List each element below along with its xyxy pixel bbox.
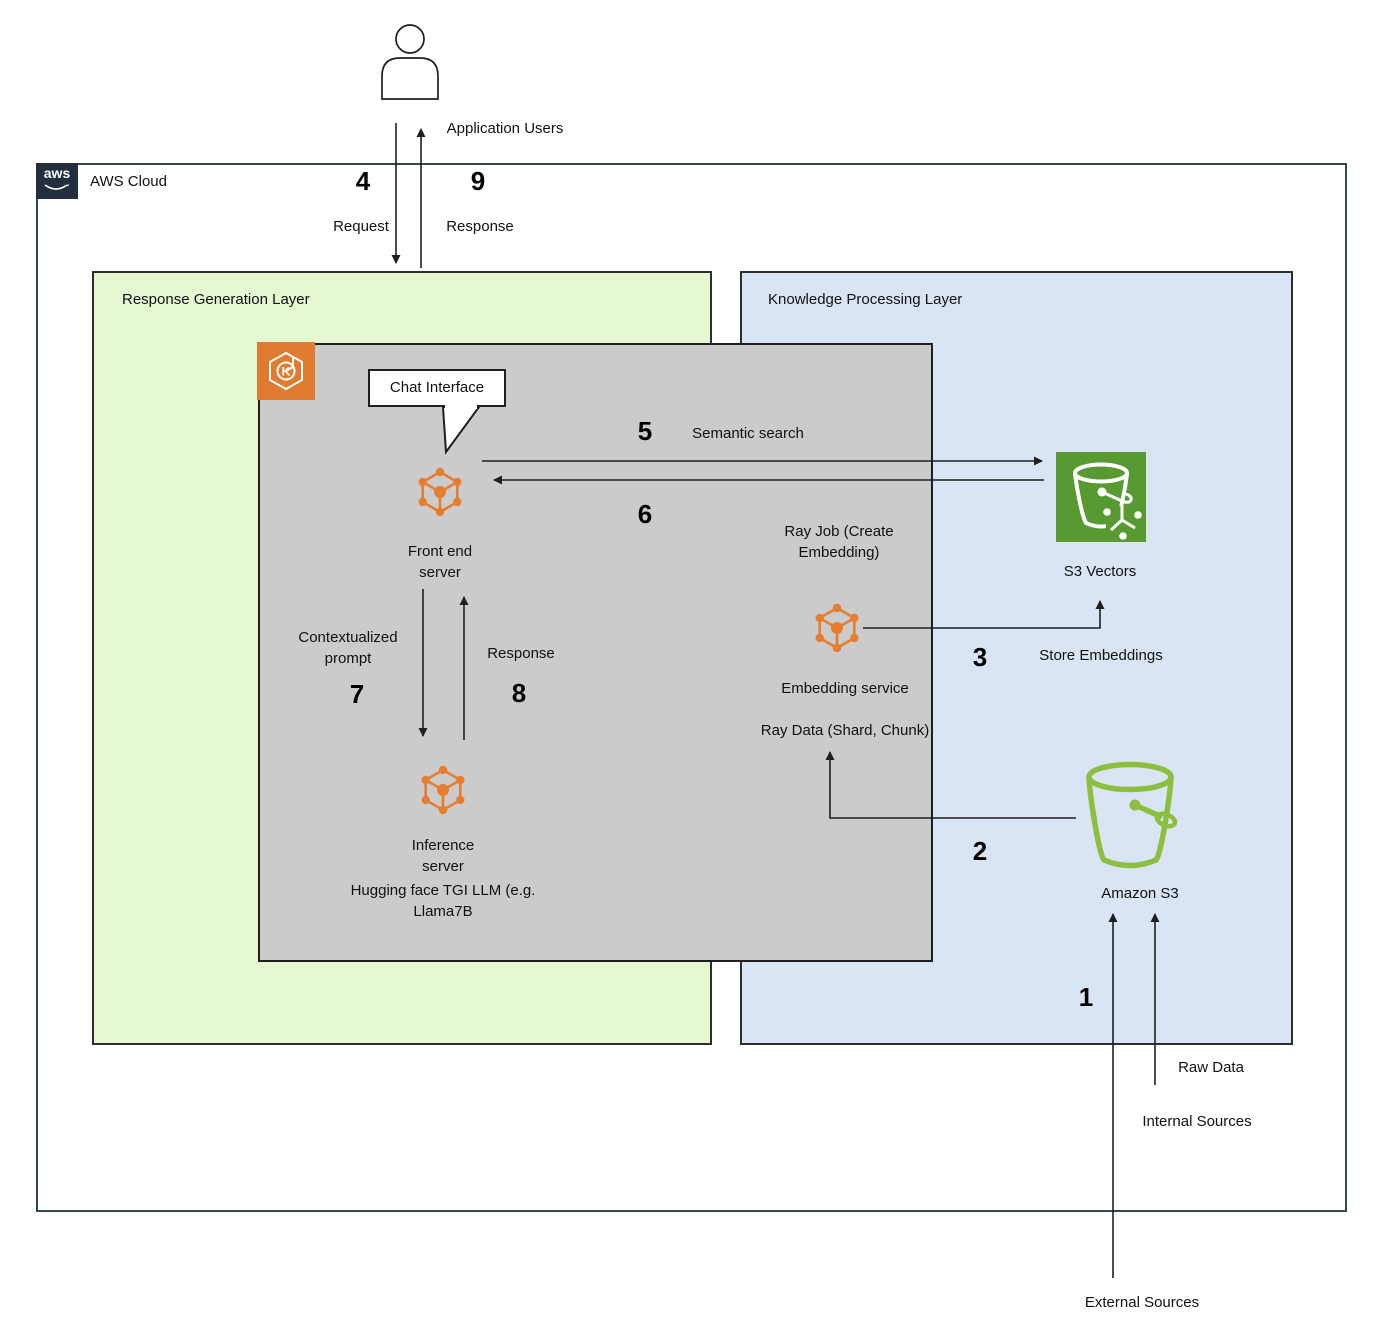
response-mid-label: Response <box>487 645 555 662</box>
inference-server-model-label: Hugging face TGI LLM (e.g. Llama7B <box>350 882 536 920</box>
ray-data-label: Ray Data (Shard, Chunk) <box>760 722 930 739</box>
semantic-search-label: Semantic search <box>692 425 804 442</box>
step-5-number: 5 <box>637 416 653 446</box>
inference-server-icon <box>421 765 465 815</box>
eks-letter: K <box>282 365 291 379</box>
embedding-service-label: Embedding service <box>781 680 909 697</box>
raw-data-label: Raw Data <box>1178 1059 1244 1076</box>
aws-smile-icon <box>44 184 69 190</box>
chat-interface-label: Chat Interface <box>389 379 485 396</box>
aws-cloud-label: AWS Cloud <box>90 173 167 190</box>
step-8-number: 8 <box>511 678 527 708</box>
step-9-number: 9 <box>470 166 486 196</box>
ray-job-label: Ray Job (Create Embedding) <box>784 523 894 561</box>
eks-cluster-box <box>258 343 933 962</box>
amazon-s3-icon <box>1086 761 1178 869</box>
step-7-number: 7 <box>349 679 365 709</box>
step-1-number: 1 <box>1078 982 1094 1012</box>
aws-logo-icon: aws <box>36 163 78 199</box>
inference-server-label: Inference server <box>411 837 475 875</box>
internal-sources-label: Internal Sources <box>1142 1113 1252 1130</box>
request-label: Request <box>333 218 389 235</box>
eks-icon: K <box>257 342 315 400</box>
step-2-number: 2 <box>972 836 988 866</box>
s3-vectors-label: S3 Vectors <box>1063 563 1137 580</box>
contextualized-prompt-label: Contextualized prompt <box>298 629 398 667</box>
response-generation-layer-label: Response Generation Layer <box>122 291 310 308</box>
chat-interface-callout: Chat Interface <box>368 369 506 407</box>
user-icon <box>381 24 439 100</box>
application-users-label: Application Users <box>446 120 564 137</box>
store-embeddings-label: Store Embeddings <box>1039 647 1163 664</box>
s3-vectors-icon <box>1056 452 1146 542</box>
knowledge-processing-layer-label: Knowledge Processing Layer <box>768 291 963 308</box>
front-end-server-icon <box>418 467 462 517</box>
external-sources-label: External Sources <box>1084 1294 1200 1311</box>
step-4-number: 4 <box>355 166 371 196</box>
step-6-number: 6 <box>637 499 653 529</box>
aws-cloud-boundary: aws AWS Cloud <box>36 163 1347 1212</box>
aws-logo-text: aws <box>43 165 71 181</box>
response-label: Response <box>446 218 514 235</box>
front-end-server-label: Front end server <box>407 543 473 581</box>
step-3-number: 3 <box>972 642 988 672</box>
amazon-s3-label: Amazon S3 <box>1101 885 1179 902</box>
embedding-service-icon <box>815 603 859 653</box>
